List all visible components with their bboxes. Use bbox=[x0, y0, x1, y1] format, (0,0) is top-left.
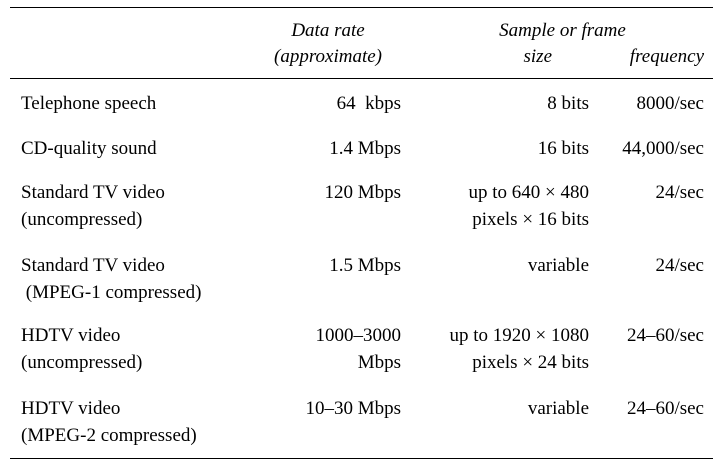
row-size: up to 640 × 480 bbox=[468, 182, 590, 203]
row-data-rate: 120 Mbps bbox=[324, 182, 401, 203]
row-frequency: 8000/sec bbox=[636, 93, 704, 114]
row-frequency: 24–60/sec bbox=[626, 325, 704, 346]
row-label: Standard TV video bbox=[21, 255, 165, 276]
top-rule bbox=[10, 7, 713, 8]
row-label-line2: (MPEG-2 compressed) bbox=[21, 425, 197, 446]
row-data-rate: 10–30 Mbps bbox=[305, 398, 401, 419]
row-label-line2: (uncompressed) bbox=[21, 352, 143, 373]
row-frequency: 44,000/sec bbox=[622, 138, 704, 159]
row-label: Telephone speech bbox=[21, 93, 157, 114]
header-rule bbox=[10, 78, 713, 79]
row-data-rate: 64 kbps bbox=[336, 93, 401, 114]
row-frequency: 24/sec bbox=[655, 182, 704, 203]
row-label: HDTV video bbox=[21, 398, 121, 419]
row-size-line2: pixels × 16 bits bbox=[472, 209, 589, 230]
row-data-rate-line2: Mbps bbox=[357, 352, 401, 373]
header-frequency: frequency bbox=[629, 46, 704, 67]
bottom-rule bbox=[10, 458, 713, 459]
row-label: HDTV video bbox=[21, 325, 121, 346]
row-data-rate: 1000–3000 bbox=[315, 325, 402, 346]
header-size: size bbox=[523, 46, 553, 67]
row-size: variable bbox=[527, 398, 589, 419]
row-data-rate: 1.4 Mbps bbox=[329, 138, 401, 159]
row-label-line2: (uncompressed) bbox=[21, 209, 143, 230]
row-label-line2: (MPEG-1 compressed) bbox=[21, 282, 202, 303]
row-size: up to 1920 × 1080 bbox=[449, 325, 590, 346]
header-data-rate: Data rate bbox=[291, 20, 365, 41]
row-size: variable bbox=[527, 255, 589, 276]
row-frequency: 24/sec bbox=[655, 255, 704, 276]
row-size: 8 bits bbox=[547, 93, 589, 114]
row-label: CD-quality sound bbox=[21, 138, 157, 159]
row-label: Standard TV video bbox=[21, 182, 165, 203]
header-sample-group: Sample or frame bbox=[499, 20, 626, 41]
row-size: 16 bits bbox=[537, 138, 589, 159]
row-frequency: 24–60/sec bbox=[626, 398, 704, 419]
row-size-line2: pixels × 24 bits bbox=[472, 352, 589, 373]
row-data-rate: 1.5 Mbps bbox=[329, 255, 401, 276]
header-data-rate-approx: (approximate) bbox=[274, 46, 382, 67]
